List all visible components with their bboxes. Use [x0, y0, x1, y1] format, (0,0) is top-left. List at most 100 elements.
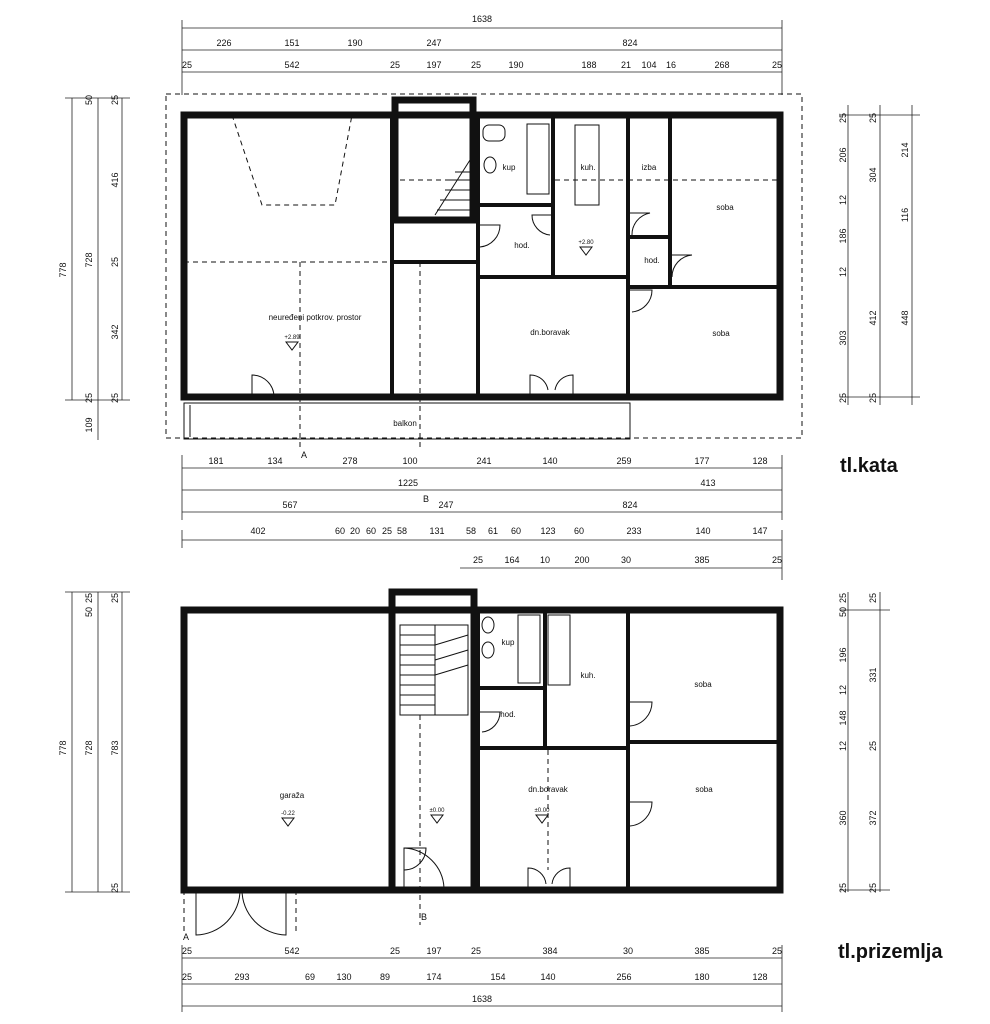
- dim-label: 25: [110, 95, 120, 105]
- level-mark: ±0.00: [535, 808, 551, 814]
- room-label-bathroom: kup: [502, 638, 515, 647]
- upper-bottom-dimensions: 181 134 278 100 241 140 259 177 128 1225…: [181, 450, 783, 520]
- dim-label: 190: [508, 60, 523, 70]
- dim-label: 1225: [398, 478, 418, 488]
- dim-label: 372: [868, 810, 878, 825]
- sink-icon: [482, 124, 506, 142]
- section-marker: B: [423, 494, 429, 504]
- dim-label: 25: [772, 946, 782, 956]
- dim-label: 278: [342, 456, 357, 466]
- dim-label: 360: [838, 810, 848, 825]
- door-icon: [403, 847, 445, 890]
- dim-label: 60: [335, 526, 345, 536]
- dim-label: 25: [473, 555, 483, 565]
- dim-label: 247: [426, 38, 441, 48]
- dim-label: 402: [250, 526, 265, 536]
- dim-label: 12: [838, 685, 848, 695]
- dim-label: 25: [772, 555, 782, 565]
- dim-label: 25: [390, 946, 400, 956]
- garage-door-icon: [241, 889, 287, 936]
- dim-label: 197: [426, 60, 441, 70]
- dim-label: 174: [426, 972, 441, 982]
- dim-label: 58: [397, 526, 407, 536]
- dim-label: 303: [838, 330, 848, 345]
- dim-label: 12: [838, 741, 848, 751]
- bathtub-icon: [526, 123, 550, 195]
- door-icon: [251, 374, 275, 398]
- dim-label: 10: [540, 555, 550, 565]
- dim-label: 25: [868, 393, 878, 403]
- upper-stairs: [434, 159, 471, 216]
- dim-label: 25: [838, 883, 848, 893]
- dim-label: 148: [838, 710, 848, 725]
- dim-label: 542: [284, 946, 299, 956]
- level-mark: +2.89: [284, 335, 300, 341]
- section-marker: B: [421, 912, 427, 922]
- door-icon: [480, 711, 501, 733]
- dim-label: 154: [490, 972, 505, 982]
- ground-left-dimensions: 778 728 783 25 50 25 25: [58, 591, 130, 893]
- dim-label: 25: [868, 741, 878, 751]
- level-mark: ±0.00: [430, 808, 446, 814]
- room-label-pantry: izba: [642, 163, 657, 172]
- door-icon: [478, 224, 501, 248]
- dim-label: 206: [838, 147, 848, 162]
- dim-label: 25: [110, 883, 120, 893]
- stair-tower: [391, 96, 477, 224]
- dim-label: 824: [622, 38, 637, 48]
- room-label-living: dn.boravak: [530, 328, 571, 337]
- dim-label: 25: [382, 526, 392, 536]
- room-label-kitchen: kuh.: [580, 163, 595, 172]
- section-marker: A: [301, 450, 307, 460]
- dim-label: 12: [838, 195, 848, 205]
- upper-right-dimensions: 25 206 12 186 12 303 25 25 214 304 116 4…: [838, 105, 920, 405]
- dim-label: 25: [838, 393, 848, 403]
- dim-label: 384: [542, 946, 557, 956]
- dim-label: 214: [900, 142, 910, 157]
- ground-right-dimensions: 25 50 196 12 148 12 360 25 25 331 25 372…: [838, 592, 890, 893]
- dim-label: 567: [282, 500, 297, 510]
- upper-floor-plan: 1638 226 151 190 247 824 25 542 25 197 2…: [58, 14, 920, 520]
- dim-label: 783: [110, 740, 120, 755]
- dim-label: 61: [488, 526, 498, 536]
- room-label-living: dn.boravak: [528, 785, 569, 794]
- door-icon: [554, 374, 574, 397]
- bathtub-icon: [517, 614, 541, 684]
- dim-label: 12: [838, 267, 848, 277]
- plan-title: tl.prizemlja: [838, 941, 943, 963]
- toilet-icon: [483, 156, 497, 174]
- dim-label: 30: [623, 946, 633, 956]
- door-icon: [670, 254, 693, 278]
- dim-label: 177: [694, 456, 709, 466]
- room-label-attic: neuređeni potkrov. prostor: [269, 313, 362, 322]
- door-icon: [403, 847, 427, 871]
- dim-label: 140: [695, 526, 710, 536]
- dim-label: 30: [621, 555, 631, 565]
- level-marker-icon: [579, 246, 593, 256]
- dim-label: 385: [694, 555, 709, 565]
- upper-top-dimensions: 1638 226 151 190 247 824 25 542 25 197 2…: [181, 14, 783, 95]
- dim-label: 196: [838, 647, 848, 662]
- balcony-outline: [183, 402, 631, 440]
- dim-label: 60: [574, 526, 584, 536]
- room-label-bedroom: soba: [712, 329, 730, 338]
- room-label-balcony: balkon: [393, 419, 417, 428]
- dim-label: 60: [511, 526, 521, 536]
- dim-total-bottom: 1638: [472, 994, 492, 1004]
- dim-label: 16: [666, 60, 676, 70]
- dim-label: 131: [429, 526, 444, 536]
- dim-label: 69: [305, 972, 315, 982]
- section-marker: A: [183, 932, 189, 942]
- dim-label: 824: [622, 500, 637, 510]
- dim-label: 100: [402, 456, 417, 466]
- dim-label: 116: [900, 208, 910, 222]
- dim-label: 134: [267, 456, 282, 466]
- dim-label: 25: [838, 113, 848, 123]
- dim-label: 25: [84, 593, 94, 603]
- room-label-kitchen: kuh.: [580, 671, 595, 680]
- dim-label: 109: [84, 417, 94, 432]
- dim-label: 25: [182, 972, 192, 982]
- room-label-bedroom: soba: [695, 785, 713, 794]
- ground-bottom-dimensions: 25 542 25 197 25 384 30 385 25 25 293 69…: [181, 912, 783, 1012]
